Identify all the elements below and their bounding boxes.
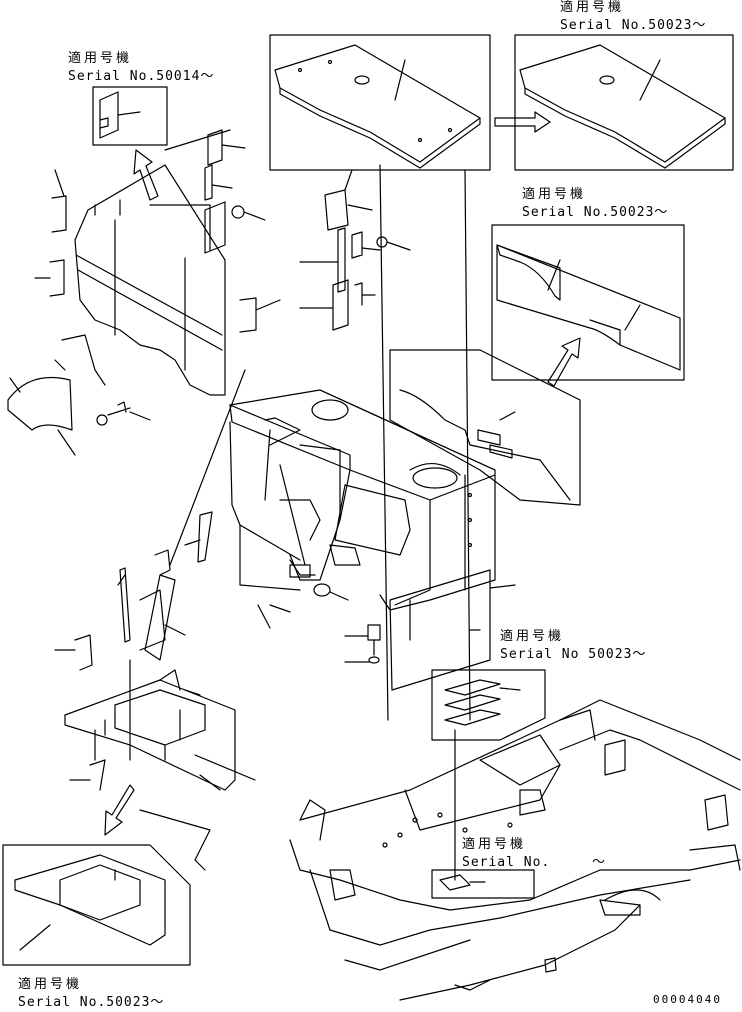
control-parts-column <box>299 169 411 331</box>
lower-floor-frame <box>64 659 256 871</box>
leader-lines <box>164 129 471 881</box>
downgrade-arrow-left <box>104 784 135 836</box>
note-heading-3: 適用号機 <box>522 187 587 202</box>
note-suffix-5: ～ <box>592 855 607 870</box>
operator-cab-body <box>229 389 496 611</box>
hinge-brackets <box>204 129 266 221</box>
bolt-and-washer <box>344 624 381 664</box>
plate-detail-box-small <box>431 869 535 899</box>
note-serial-3: Serial No.50023～ <box>522 205 669 220</box>
variant-arrow-right <box>494 111 551 133</box>
note-serial-1: Serial No.50014～ <box>68 69 215 84</box>
floor-frame-variant-box <box>2 844 191 966</box>
grab-handles-left <box>34 169 281 333</box>
note-heading-5: 適用号機 <box>462 837 527 852</box>
note-heading-2: 適用号機 <box>560 0 625 15</box>
left-rear-panel <box>74 164 226 396</box>
floor-plate-variant-box <box>514 34 734 171</box>
floor-plate-detail-box <box>269 34 491 171</box>
note-heading-4: 適用号機 <box>500 629 565 644</box>
lower-front-panel <box>389 569 516 691</box>
upgrade-arrow-left <box>133 149 159 201</box>
plates-detail-box <box>431 669 546 741</box>
side-panel-detail <box>389 349 581 506</box>
left-fender-guard <box>7 334 151 456</box>
stay-brackets-left <box>54 511 213 671</box>
note-heading-1: 適用号機 <box>68 51 133 66</box>
note-heading-6: 適用号機 <box>18 977 83 992</box>
note-serial-2: Serial No.50023～ <box>560 18 707 33</box>
bracket-detail-box-50014 <box>92 86 168 146</box>
note-serial-6: Serial No.50023～ <box>18 995 165 1010</box>
drawing-code: 00004040 <box>653 993 722 1006</box>
upper-frame-chassis <box>289 699 741 1001</box>
note-serial-4: Serial No 50023～ <box>500 647 647 662</box>
upgrade-arrow-right <box>547 337 581 387</box>
side-panel-variant-box <box>491 224 685 381</box>
rubber-mount <box>257 583 349 629</box>
note-serial-5: Serial No. <box>462 855 551 870</box>
